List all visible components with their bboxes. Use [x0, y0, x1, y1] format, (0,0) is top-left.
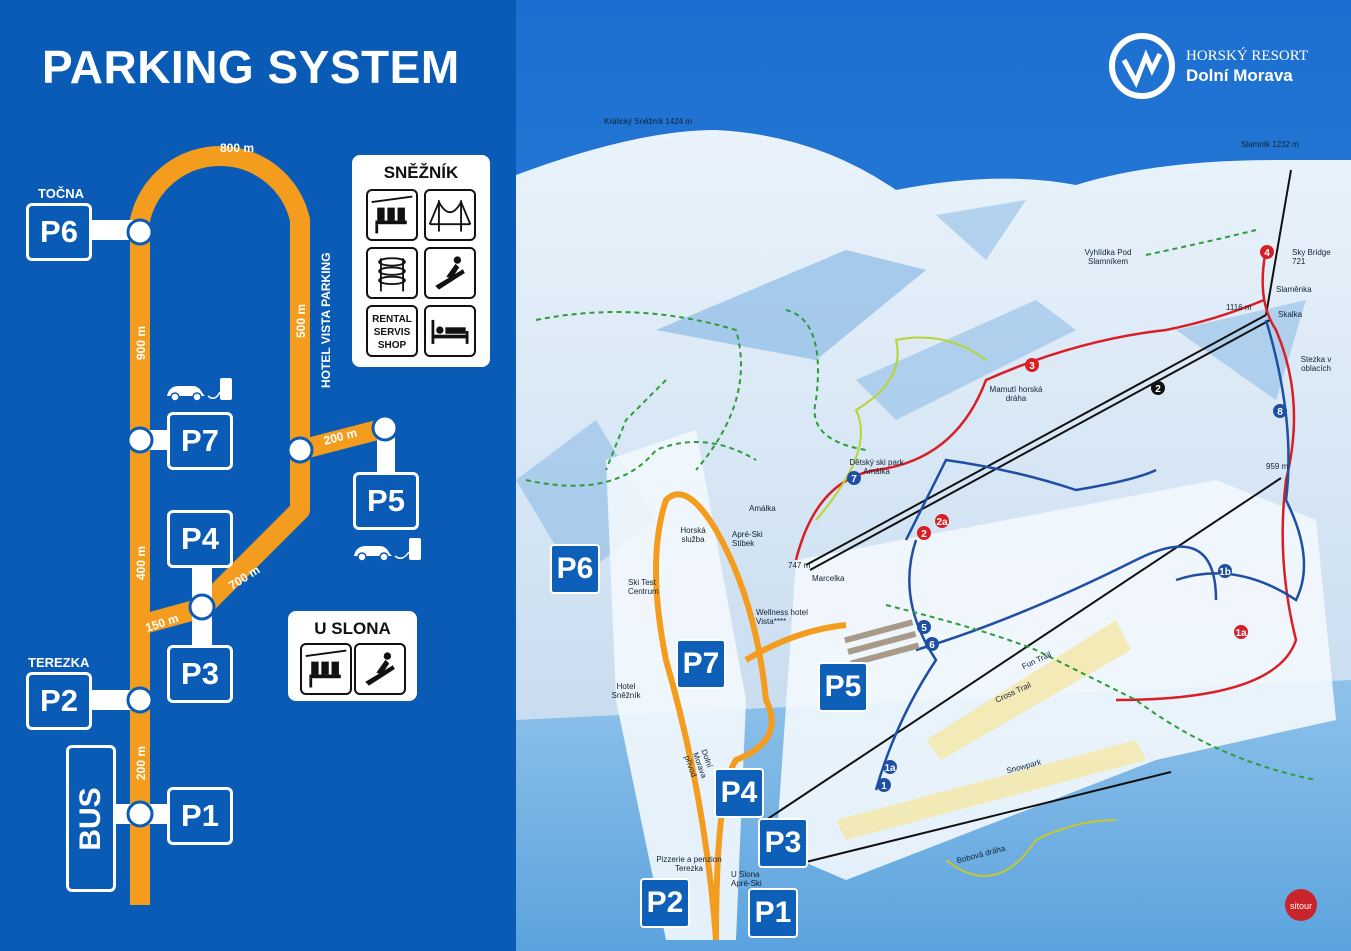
junction-node — [126, 218, 154, 246]
junction-node — [126, 686, 154, 714]
map-parking-p4[interactable]: P4 — [714, 768, 764, 818]
brand-line1: HORSKÝ RESORT — [1186, 48, 1309, 64]
parking-route-diagram: 800 m 900 m 500 m 200 m 400 m 700 m 150 … — [92, 141, 421, 905]
distance-label: 500 m — [294, 304, 308, 338]
svg-text:5: 5 — [921, 623, 927, 634]
sitour-logo — [1285, 889, 1317, 921]
junction-node — [286, 436, 314, 464]
map-label-1116: 1116 m — [1226, 303, 1252, 312]
svg-text:7: 7 — [851, 474, 857, 485]
map-label-mamut: Mamutí horská dráha — [989, 385, 1043, 403]
parking-p1-box[interactable]: P1 — [167, 787, 233, 845]
svg-text:1a: 1a — [884, 763, 896, 774]
map-label-wellness: Wellness hotel Vista**** — [756, 608, 808, 626]
map-parking-p5[interactable]: P5 — [818, 662, 868, 712]
sledge-icon — [424, 247, 476, 299]
parking-p4-box[interactable]: P4 — [167, 510, 233, 568]
parking-p7-box[interactable]: P7 — [167, 412, 233, 470]
rental-servis-shop-icon: RENTAL SERVIS SHOP — [366, 305, 418, 357]
map-label-slamnik: Slamník 1232 m — [1241, 140, 1299, 149]
map-label-skitest: Ski Test Centrum — [628, 578, 659, 596]
sky-bridge-icon — [424, 189, 476, 241]
map-label-747: 747 m — [788, 561, 811, 570]
resort-map: 4 3 2 2a 1a 2 7 5 6 1b 1a 1 8 sitour Krá… — [516, 0, 1351, 951]
svg-text:1a: 1a — [1235, 628, 1247, 639]
place-label-terezka: TEREZKA — [28, 655, 90, 670]
sneznik-title: SNĚŽNÍK — [383, 163, 459, 182]
slide-tower-icon — [366, 247, 418, 299]
map-label-959: 959 m — [1266, 462, 1289, 471]
map-label-pizzerie: Pizzerie a penzion Terezka — [656, 855, 722, 873]
uslona-panel: U SLONA — [288, 611, 417, 701]
map-label-marcelka: Marcelka — [812, 574, 845, 583]
svg-text:2: 2 — [921, 529, 927, 540]
svg-text:6: 6 — [929, 640, 935, 651]
hotel-vista-label: HOTEL VISTA PARKING — [319, 252, 333, 388]
map-label-horska: Horská služba — [680, 526, 706, 544]
junction-node — [126, 800, 154, 828]
parking-p3-box[interactable]: P3 — [167, 645, 233, 703]
bus-stop-box[interactable]: BUS — [66, 745, 116, 892]
map-label-kralicky: Králický Sněžník 1424 m — [604, 117, 693, 126]
parking-route-line — [130, 146, 310, 905]
place-label-tocna: TOČNA — [38, 186, 84, 201]
svg-text:2a: 2a — [936, 517, 948, 528]
dolni-morava-logo — [1109, 33, 1175, 99]
map-label-amalka: Amálka — [749, 504, 776, 513]
svg-text:sitour: sitour — [1290, 901, 1312, 911]
map-label-slamenka: Slaměnka — [1276, 285, 1312, 294]
chairlift-icon — [366, 189, 418, 241]
sledge-icon — [354, 643, 406, 695]
svg-text:4: 4 — [1264, 248, 1270, 259]
parking-p6-box[interactable]: P6 — [26, 203, 92, 261]
map-parking-p3[interactable]: P3 — [758, 818, 808, 868]
map-parking-p7[interactable]: P7 — [676, 639, 726, 689]
page-title: PARKING SYSTEM — [42, 41, 460, 93]
bed-icon — [424, 305, 476, 357]
parking-p2-box[interactable]: P2 — [26, 672, 92, 730]
map-parking-p2[interactable]: P2 — [640, 878, 690, 928]
map-illustration: 4 3 2 2a 1a 2 7 5 6 1b 1a 1 8 sitour — [516, 0, 1351, 951]
distance-label: 200 m — [134, 746, 148, 780]
svg-text:3: 3 — [1029, 361, 1035, 372]
map-label-apreski: Apré-Ski Stibek — [732, 530, 763, 548]
ev-charging-icon — [354, 538, 421, 562]
map-parking-p1[interactable]: P1 — [748, 888, 798, 938]
map-label-stezka: Stezka v oblacích — [1300, 355, 1332, 373]
distance-label: 400 m — [134, 546, 148, 580]
parking-legend-panel: PARKING SYSTEM 800 m 900 m 500 m 200 m 4… — [0, 0, 516, 951]
junction-node — [126, 426, 154, 454]
map-label-skybridge: Sky Bridge 721 — [1292, 248, 1331, 266]
parking-p5-box[interactable]: P5 — [353, 472, 419, 530]
ev-charging-icon — [167, 378, 232, 402]
svg-text:2: 2 — [1155, 384, 1161, 395]
map-label-uslona: U Slona Apré-Ski — [731, 870, 762, 888]
svg-text:1b: 1b — [1219, 567, 1231, 578]
uslona-title: U SLONA — [314, 619, 391, 638]
map-label-detsky: Dětský ski park Amálka — [849, 458, 904, 476]
brand-line2: Dolní Morava — [1186, 66, 1293, 85]
map-parking-p6[interactable]: P6 — [550, 544, 600, 594]
bus-label: BUS — [74, 786, 107, 851]
distance-label: 800 m — [220, 141, 254, 155]
chairlift-icon — [300, 643, 352, 695]
junction-node — [188, 593, 216, 621]
parking-route-branch-p5 — [297, 418, 388, 460]
junction-node — [371, 414, 399, 442]
map-label-hotelsneznik: Hotel Sněžník — [611, 682, 641, 700]
map-label-vyhlidka: Vyhlídka Pod Slamníkem — [1084, 248, 1132, 266]
sneznik-panel: SNĚŽNÍK RENTAL SERVIS SHOP — [352, 155, 490, 367]
map-label-skalka: Skalka — [1278, 310, 1303, 319]
svg-text:1: 1 — [881, 781, 887, 792]
distance-label: 900 m — [134, 326, 148, 360]
svg-text:8: 8 — [1277, 407, 1283, 418]
